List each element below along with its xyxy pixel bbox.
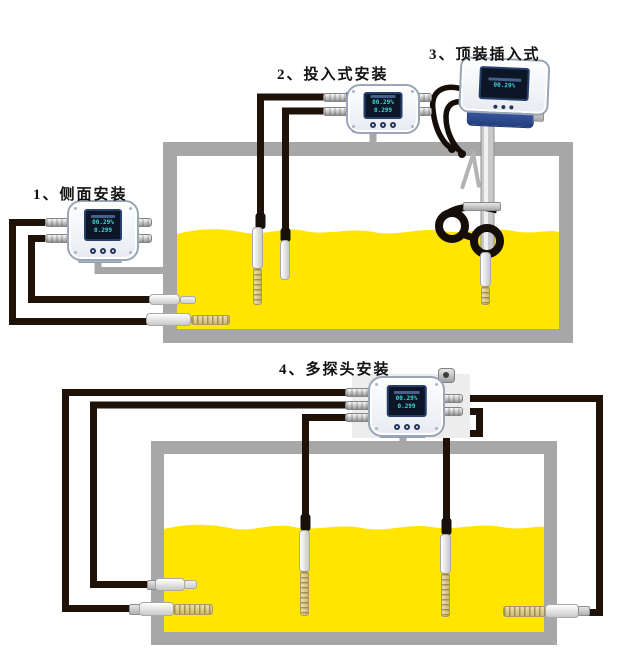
brand-strip bbox=[370, 95, 396, 99]
transmitter-top-insertion: 00.29% bbox=[457, 56, 551, 130]
cable-cap bbox=[300, 514, 311, 531]
probe-submersible-2 bbox=[280, 240, 290, 280]
cable-connector-tip bbox=[458, 150, 466, 158]
probe-multi-left-lower-perforation bbox=[173, 604, 213, 615]
cable-multi-left-1 bbox=[62, 389, 347, 612]
probe-multi-left-upper-tip bbox=[184, 580, 197, 589]
display-value-percent: 00.29% bbox=[372, 99, 394, 107]
tank-1-liquid bbox=[177, 229, 559, 329]
device-buttons bbox=[493, 104, 514, 110]
cable-gland bbox=[323, 106, 352, 117]
probe-side-lower bbox=[146, 313, 191, 326]
probe-multi-vertical-2-perforation bbox=[441, 573, 450, 617]
probe-insertion bbox=[480, 252, 491, 287]
tank-1 bbox=[163, 142, 573, 343]
transmitter-submersible: 00.29% 0.299 bbox=[346, 84, 420, 134]
device-button bbox=[390, 121, 396, 128]
display-value-percent: 00.29% bbox=[395, 395, 418, 403]
device-button bbox=[501, 104, 506, 110]
display-value-level: 0.299 bbox=[397, 403, 416, 411]
cable-multi-right-1 bbox=[461, 395, 603, 616]
display-screen: 00.29% bbox=[478, 66, 531, 102]
brand-strip bbox=[393, 391, 420, 395]
display-value-level: 0.299 bbox=[373, 107, 393, 115]
label-side-mount: 1、侧面安装 bbox=[33, 187, 128, 203]
device-button bbox=[403, 423, 410, 430]
probe-multi-right bbox=[545, 604, 579, 618]
cable-coil-1 bbox=[435, 209, 469, 243]
probe-multi-right-perforation bbox=[503, 606, 546, 617]
probe-multi-left-lower bbox=[139, 602, 174, 616]
probe-side-lower-perforation bbox=[191, 315, 230, 325]
device-button bbox=[370, 121, 376, 128]
cable-cap bbox=[441, 518, 452, 535]
probe-insertion-perforation bbox=[481, 286, 490, 305]
probe-submersible-1 bbox=[252, 227, 263, 269]
cable-cap bbox=[255, 213, 266, 229]
cable-submersible-1 bbox=[257, 93, 327, 221]
device-button bbox=[393, 423, 400, 430]
device-button bbox=[110, 247, 116, 254]
insertion-rod-highlight bbox=[484, 116, 488, 256]
device3-head: 00.29% bbox=[458, 56, 551, 117]
display-value-percent: 00.29% bbox=[493, 81, 516, 90]
device-buttons bbox=[393, 423, 420, 430]
cable-side-2 bbox=[28, 235, 151, 303]
display-screen: 00.29% 0.299 bbox=[386, 384, 427, 418]
device-button bbox=[493, 104, 498, 109]
rod-flange bbox=[463, 202, 501, 211]
cable-submersible-2 bbox=[282, 107, 327, 235]
probe-side-upper bbox=[149, 294, 180, 305]
cable-connector-tip bbox=[448, 145, 456, 153]
conduit-elbow bbox=[438, 368, 455, 383]
cable-side-1 bbox=[9, 219, 148, 325]
probe-coupling bbox=[578, 606, 590, 616]
cable-multi-left-3 bbox=[302, 414, 347, 518]
device-buttons bbox=[90, 247, 116, 254]
brand-strip bbox=[90, 215, 116, 219]
device-button bbox=[413, 423, 420, 430]
probe-submersible-1-perforation bbox=[253, 268, 262, 305]
device-button bbox=[509, 105, 514, 110]
probe-multi-vertical-1-perforation bbox=[300, 571, 309, 616]
label-submersible: 2、投入式安装 bbox=[277, 67, 389, 83]
cable-top-1 bbox=[430, 84, 473, 151]
device-button bbox=[380, 121, 386, 128]
display-value-percent: 00.29% bbox=[92, 219, 114, 227]
label-top-insertion: 3、顶装插入式 bbox=[429, 47, 541, 63]
transmitter-multi-probe: 00.29% 0.299 bbox=[368, 376, 445, 437]
cable-gland bbox=[323, 92, 352, 103]
probe-side-upper-tip bbox=[180, 296, 196, 304]
device-buttons bbox=[370, 121, 396, 128]
probe-multi-vertical-2 bbox=[440, 534, 451, 574]
transmitter-side-mount: 00.29% 0.299 bbox=[67, 200, 139, 261]
device-button bbox=[100, 247, 106, 254]
label-multi-probe: 4、多探头安装 bbox=[279, 362, 391, 378]
display-screen: 00.29% 0.299 bbox=[363, 91, 403, 119]
cable-cap bbox=[280, 228, 291, 242]
device-button bbox=[90, 247, 96, 254]
cable-multi-left-2 bbox=[90, 401, 347, 588]
probe-multi-left-upper bbox=[155, 578, 185, 591]
cable-multi-right-2 bbox=[443, 408, 483, 522]
coil-link bbox=[460, 230, 479, 243]
probe-multi-vertical-1 bbox=[299, 530, 310, 572]
display-screen: 00.29% 0.299 bbox=[84, 208, 122, 242]
display-value-level: 0.299 bbox=[93, 227, 113, 235]
